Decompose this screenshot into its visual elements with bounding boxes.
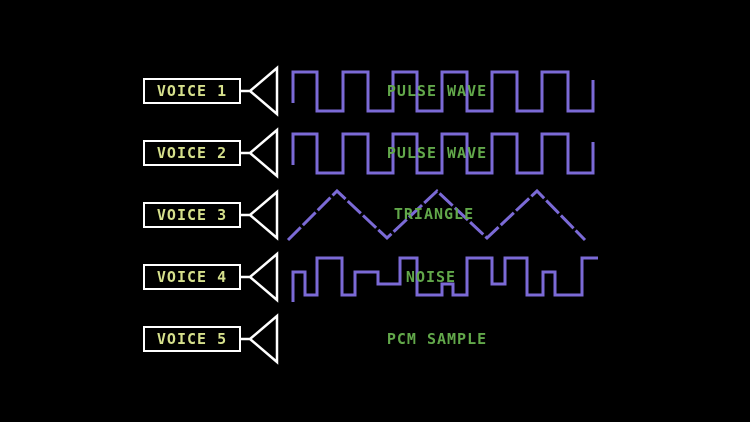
voice-2-box: VOICE 2 — [143, 140, 241, 166]
speaker-icon — [239, 251, 279, 303]
triangle-wave — [286, 188, 587, 242]
speaker-icon — [239, 189, 279, 241]
voice-5-box: VOICE 5 — [143, 326, 241, 352]
waveform-label-1: PULSE WAVE — [386, 82, 488, 100]
waveform-label-5: PCM SAMPLE — [386, 330, 488, 348]
speakers — [239, 65, 279, 365]
pulse-wave-2 — [291, 132, 595, 175]
speaker-icon — [239, 313, 279, 365]
voice-4-box: VOICE 4 — [143, 264, 241, 290]
waveform-label-4: NOISE — [405, 268, 457, 286]
waveform-label-3: TRIANGLE — [393, 205, 475, 223]
waveform-label-2: PULSE WAVE — [386, 144, 488, 162]
pulse-wave-1 — [291, 70, 595, 113]
noise-wave — [291, 256, 598, 302]
speaker-icon — [239, 65, 279, 117]
speaker-icon — [239, 127, 279, 179]
voice-3-box: VOICE 3 — [143, 202, 241, 228]
voice-1-box: VOICE 1 — [143, 78, 241, 104]
